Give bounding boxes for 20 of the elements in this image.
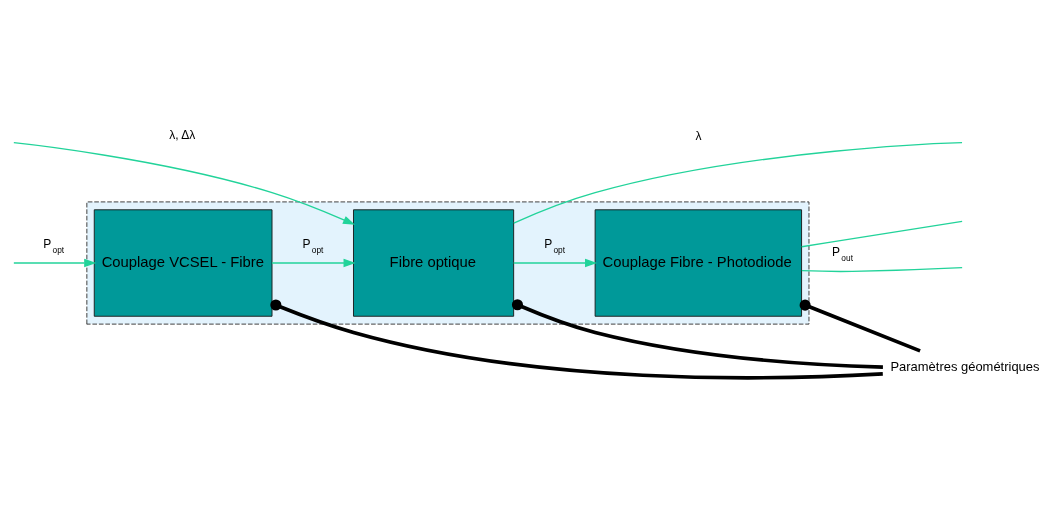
- connector: [801, 266, 963, 273]
- node-box: Couplage VCSEL - Fibre: [93, 209, 273, 317]
- arrow: [271, 258, 356, 268]
- edge-label: P$_{opt}$: [43, 236, 65, 255]
- connector: [801, 220, 963, 248]
- arrow: [13, 141, 355, 225]
- edge-label: λ: [695, 129, 702, 144]
- arrow: [513, 258, 598, 268]
- connector: [513, 141, 963, 224]
- connector: [799, 299, 921, 353]
- node-box: Fibre optique: [353, 209, 515, 317]
- node-box: Couplage Fibre - Photodiode: [594, 209, 803, 317]
- edge-label: P$_{opt}$: [302, 236, 324, 255]
- edge-label: P$_{opt}$: [544, 236, 566, 255]
- connector: [270, 299, 883, 380]
- edge-label: P$_{out}$: [832, 244, 853, 263]
- connector: [511, 299, 883, 369]
- arrow: [13, 258, 97, 268]
- edge-label: λ, Δλ: [169, 128, 196, 143]
- node-text: Paramètres géométriques: [890, 359, 1040, 375]
